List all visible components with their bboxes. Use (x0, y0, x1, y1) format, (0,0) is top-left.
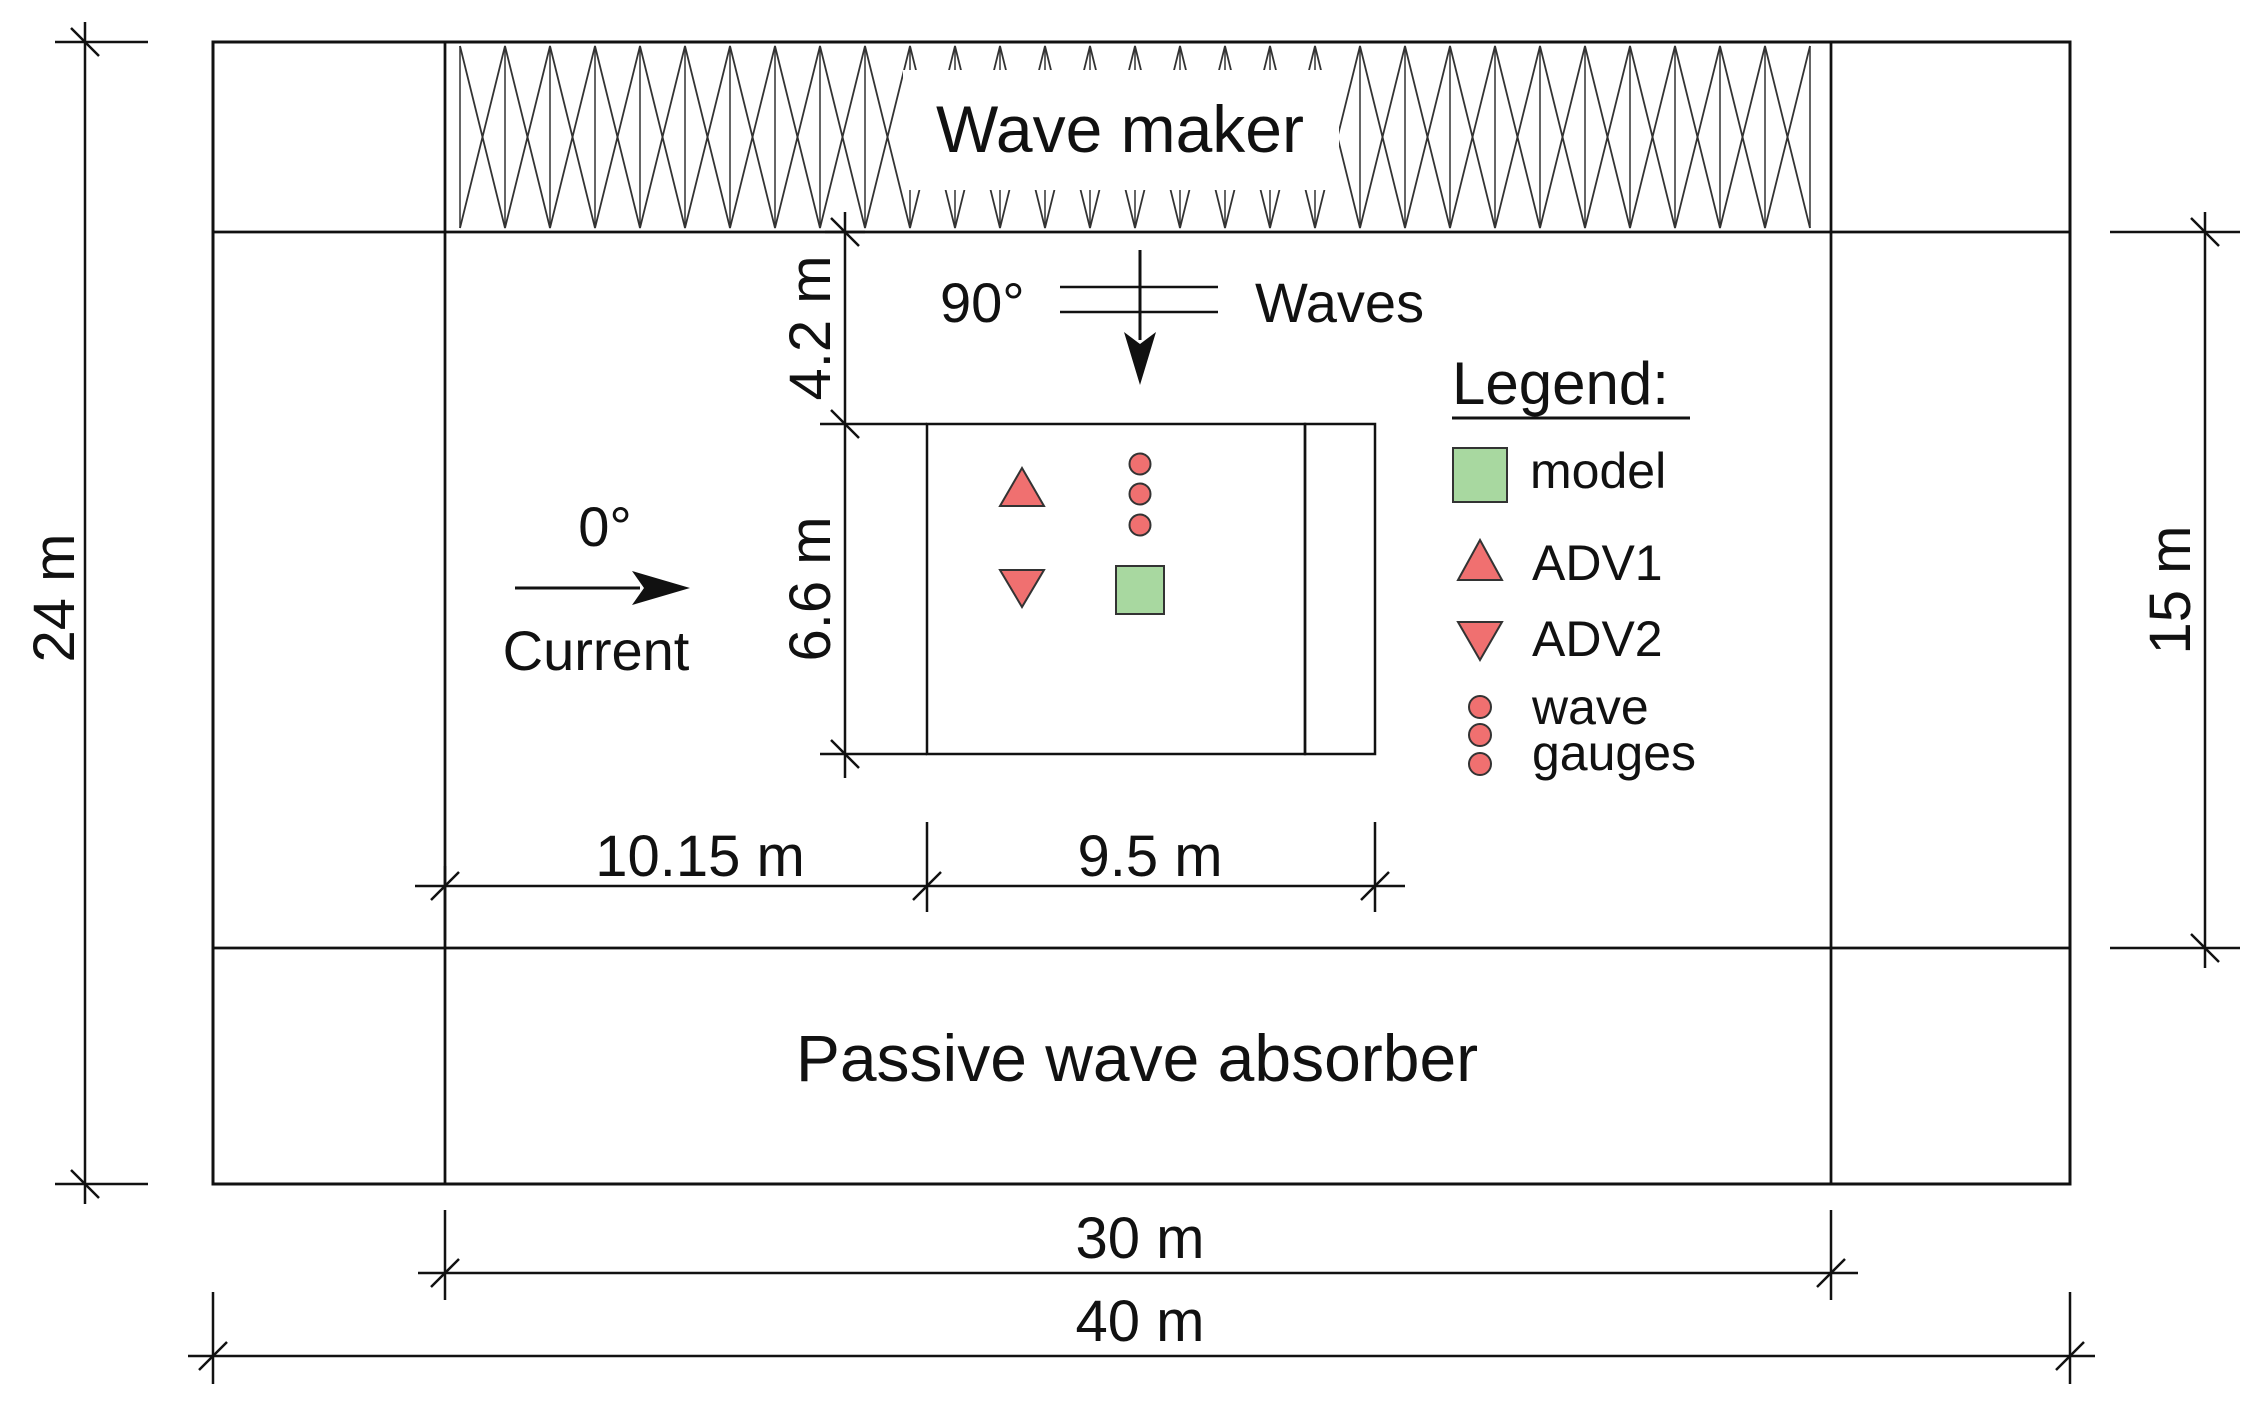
wave-gauge-marker (1128, 452, 1152, 476)
legend-gauge-swatch (1468, 695, 1492, 719)
legend-gauge-swatch (1468, 723, 1492, 747)
dimension-wavemaker-distance-label: 4.2 m (778, 255, 843, 400)
wave-maker-label-box (903, 70, 1339, 190)
current-angle: 0° (578, 495, 632, 558)
adv1-marker (998, 466, 1046, 507)
dimension-sand-width-label: 6.6 m (778, 516, 843, 661)
waves-angle: 90° (940, 271, 1025, 334)
right-absorber (1829, 230, 2072, 950)
dimension-sand-length-label: 9.5 m (1077, 824, 1222, 889)
dimension-vertical-bed (820, 212, 927, 778)
legend-title: Legend: (1452, 350, 1669, 417)
dimension-upstream (415, 822, 1405, 940)
waves-arrowhead (1124, 332, 1156, 385)
adv2-marker (998, 569, 1046, 609)
dimension-total-height-label: 24 m (22, 534, 87, 663)
absorber-label: Passive wave absorber (796, 1021, 1478, 1095)
legend-adv2-label: ADV2 (1532, 611, 1663, 667)
legend-adv2-swatch (1456, 621, 1504, 662)
absorber-label-box (720, 1010, 1555, 1120)
waves-label: Waves (1255, 271, 1424, 334)
dimension-inner-width (418, 1210, 1858, 1300)
dimension-total-width (188, 1292, 2095, 1384)
dimension-total-height (55, 22, 148, 1204)
dimension-inner-height (2110, 212, 2240, 968)
dimension-inner-height-label: 15 m (2138, 526, 2203, 655)
current-label: Current (503, 619, 690, 682)
legend-gauges-label-2: gauges (1532, 725, 1696, 781)
dimension-upstream-label: 10.15 m (595, 824, 805, 889)
wave-gauge-marker (1128, 482, 1152, 506)
rock-armour-strip (1303, 422, 1377, 756)
legend-gauges-label-1: wave (1531, 679, 1649, 735)
legend-model-label: model (1530, 443, 1666, 499)
model-marker (1115, 565, 1165, 615)
legend-model-swatch (1452, 447, 1508, 503)
legend-gauge-swatch (1468, 752, 1492, 776)
legend-adv1-swatch (1456, 537, 1504, 581)
wave-maker-label: Wave maker (936, 92, 1304, 166)
current-arrowhead (632, 571, 690, 605)
dimension-total-width-label: 40 m (1076, 1289, 1205, 1354)
basin-outline (211, 40, 2072, 1186)
left-absorber (211, 230, 447, 950)
wave-gauge-marker (1128, 513, 1152, 537)
legend-adv1-label: ADV1 (1532, 535, 1663, 591)
dimension-inner-width-label: 30 m (1076, 1206, 1205, 1271)
